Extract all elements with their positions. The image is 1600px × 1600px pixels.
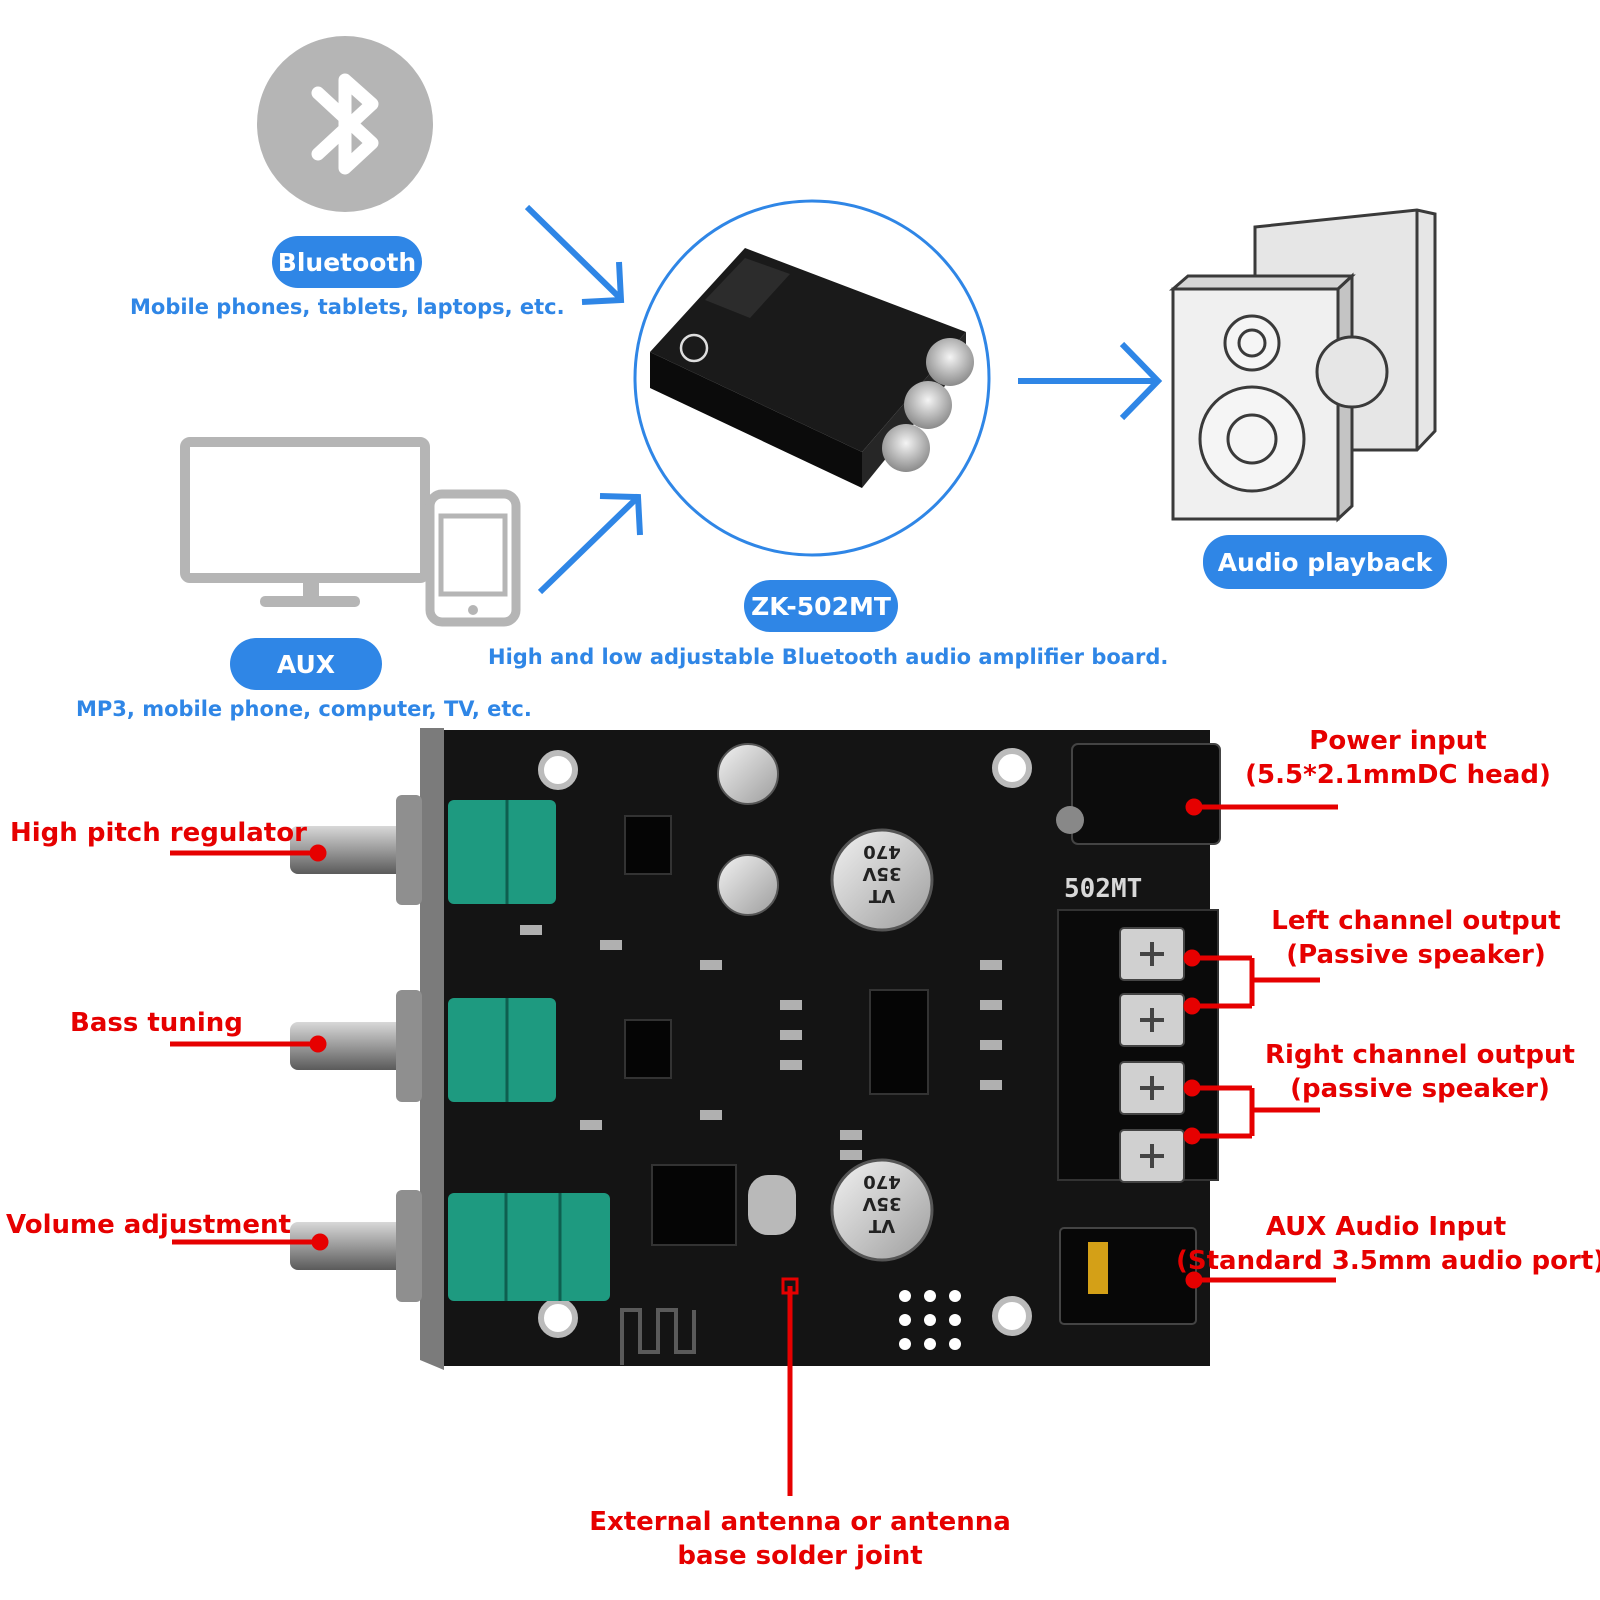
- cap-large-line-2: 35V: [862, 863, 902, 884]
- cap-small-line-1: 470: [863, 1171, 901, 1192]
- cap-small-label: VT 35V 470: [852, 1170, 912, 1236]
- callout-aux-line-2: (Standard 3.5mm audio port): [1176, 1246, 1600, 1276]
- arrow-board-to-speakers: [1018, 341, 1163, 421]
- callout-high-pitch: High pitch regulator: [10, 818, 307, 848]
- monitor-icon: [180, 437, 430, 607]
- callout-bass: Bass tuning: [70, 1008, 243, 1038]
- cap-large-line-1: 470: [863, 841, 901, 862]
- board-pill: ZK-502MT: [744, 580, 898, 632]
- callout-volume: Volume adjustment: [6, 1210, 291, 1240]
- board-model-text: 502MT: [1064, 874, 1143, 904]
- audio-playback-pill: Audio playback: [1203, 535, 1447, 589]
- arrow-bluetooth-to-board: [524, 204, 625, 305]
- bluetooth-caption: Mobile phones, tablets, laptops, etc.: [130, 295, 565, 319]
- board-caption: High and low adjustable Bluetooth audio …: [488, 645, 1169, 669]
- arrow-aux-to-board: [537, 493, 643, 595]
- phone-icon: [425, 489, 521, 627]
- cap-large-line-3: VT: [868, 885, 896, 906]
- cap-small-line-3: VT: [868, 1215, 896, 1236]
- callout-right-line-2: (passive speaker): [1290, 1074, 1550, 1104]
- callout-right-line-1: Right channel output: [1265, 1040, 1575, 1070]
- callout-aux-input: AUX Audio Input (Standard 3.5mm audio po…: [1176, 1210, 1600, 1278]
- board-product-image: [633, 199, 991, 557]
- callout-left-line-1: Left channel output: [1271, 906, 1561, 936]
- callout-aux-line-1: AUX Audio Input: [1265, 1212, 1507, 1242]
- callout-antenna-line-2: base solder joint: [677, 1541, 923, 1571]
- aux-pill: AUX: [230, 638, 382, 690]
- callout-power-line-2: (5.5*2.1mmDC head): [1245, 760, 1551, 790]
- speakers-icon: [1168, 208, 1437, 523]
- callout-left-line-2: (Passive speaker): [1286, 940, 1546, 970]
- callout-left-channel: Left channel output (Passive speaker): [1256, 904, 1576, 972]
- callout-power-line-1: Power input: [1309, 726, 1487, 756]
- callout-power: Power input (5.5*2.1mmDC head): [1238, 724, 1558, 792]
- bluetooth-pill: Bluetooth: [272, 236, 422, 288]
- bluetooth-icon: [257, 36, 433, 212]
- aux-caption: MP3, mobile phone, computer, TV, etc.: [76, 697, 532, 721]
- callout-antenna: External antenna or antenna base solder …: [560, 1505, 1040, 1573]
- cap-small-line-2: 35V: [862, 1193, 902, 1214]
- callout-right-channel: Right channel output (passive speaker): [1250, 1038, 1590, 1106]
- callout-lines: [170, 798, 1338, 1496]
- pcb-board: [290, 728, 1221, 1370]
- callout-antenna-line-1: External antenna or antenna: [589, 1507, 1011, 1537]
- cap-large-label: VT 35V 470: [852, 840, 912, 906]
